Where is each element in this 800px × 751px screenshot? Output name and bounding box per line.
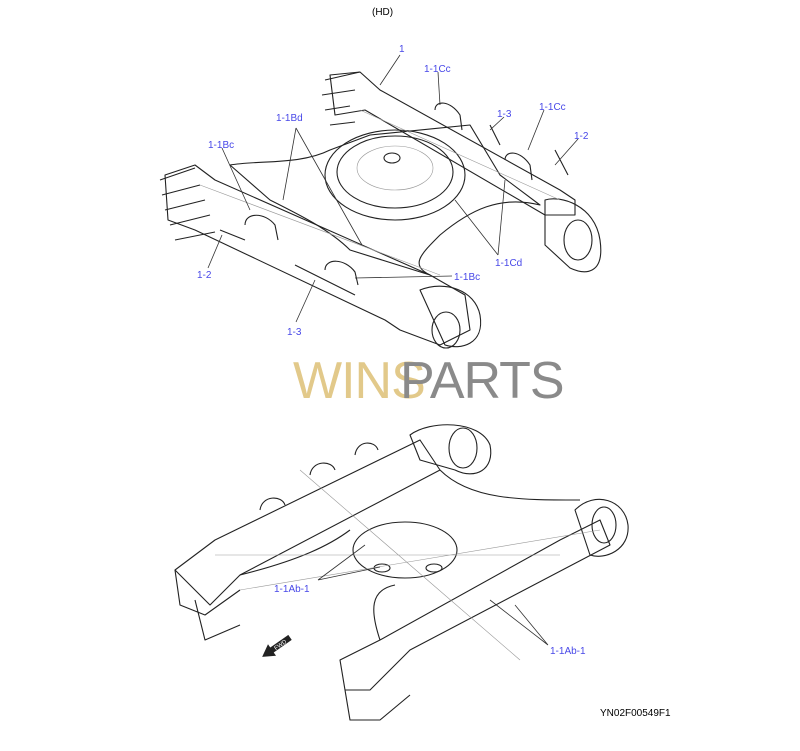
leader-lines-top [207, 54, 579, 323]
track-frame-bottom-view [174, 424, 629, 721]
callout-1-1Ab-1: 1-1Ab-1 [550, 646, 586, 657]
leader-lines-bottom [317, 544, 549, 646]
figure-id: YN02F00549F1 [600, 708, 671, 719]
forward-direction-arrow-icon: FWD [262, 634, 292, 657]
callout-1-3: 1-3 [287, 327, 302, 338]
callout-1: 1 [399, 44, 405, 55]
callout-1-1Cd: 1-1Cd [495, 258, 522, 269]
watermark-parts: PARTS [400, 352, 564, 410]
callout-1-1Bd: 1-1Bd [276, 113, 303, 124]
watermark-wins: WINS [293, 352, 425, 410]
callout-1-2: 1-2 [197, 270, 212, 281]
watermark: WINS PARTS [293, 352, 565, 410]
callout-1-1Bc: 1-1Bc [208, 140, 234, 151]
callout-1-2: 1-2 [574, 131, 589, 142]
diagram-title: (HD) [372, 7, 393, 18]
callout-1-1Bc: 1-1Bc [454, 272, 480, 283]
callout-1-1Cc: 1-1Cc [539, 102, 566, 113]
callout-1-1Ab-1: 1-1Ab-1 [274, 584, 310, 595]
callout-1-1Cc: 1-1Cc [424, 64, 451, 75]
track-frame-top-view [159, 71, 602, 349]
callout-1-3: 1-3 [497, 109, 512, 120]
callout-labels-top: 1 1-1Cc 1-3 1-1Cc 1-2 1-1Bd 1-1Bc 1-2 1-… [197, 44, 589, 338]
